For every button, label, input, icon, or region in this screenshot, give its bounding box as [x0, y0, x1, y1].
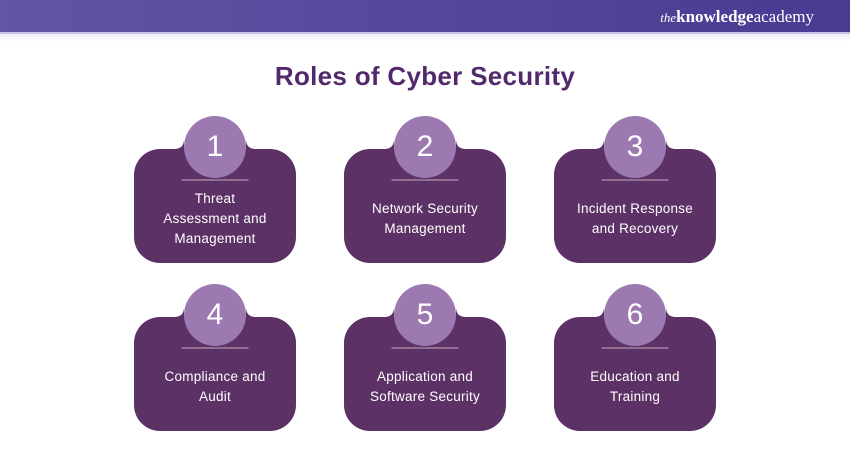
role-card-body: Incident Response and Recovery: [554, 141, 716, 263]
step-number-badge-4: 4: [184, 284, 246, 346]
step-number-badge-3: 3: [604, 116, 666, 178]
role-card-label: Application and Software Security: [369, 369, 481, 404]
step-number: 3: [626, 130, 644, 163]
role-card-4: 4 Compliance and Audit: [134, 284, 296, 431]
role-card-label: Compliance and Audit: [164, 369, 266, 404]
role-card-6: 6 Education and Training: [554, 284, 716, 431]
step-number: 4: [206, 298, 224, 331]
step-number: 6: [626, 298, 644, 331]
role-card-body: Compliance and Audit: [134, 309, 296, 431]
roles-grid: 1 Threat Assessment and Management 2 Net…: [0, 116, 850, 431]
card-divider: [391, 347, 459, 349]
role-card-body: Application and Software Security: [344, 309, 506, 431]
card-divider: [181, 347, 249, 349]
step-number: 5: [416, 298, 434, 331]
page-title: Roles of Cyber Security: [274, 61, 576, 91]
role-card-label: Incident Response and Recovery: [576, 201, 694, 236]
role-card-label: Education and Training: [590, 369, 680, 404]
step-number-badge-6: 6: [604, 284, 666, 346]
logo-word-academy: academy: [753, 6, 814, 26]
header-fade-divider: [0, 34, 850, 42]
logo-word-knowledge: knowledge: [676, 6, 754, 26]
step-number-badge-5: 5: [394, 284, 456, 346]
step-number-badge-1: 1: [184, 116, 246, 178]
step-number-badge-2: 2: [394, 116, 456, 178]
role-card-3: 3 Incident Response and Recovery: [554, 116, 716, 263]
card-divider: [391, 179, 459, 181]
role-card-2: 2 Network Security Management: [344, 116, 506, 263]
role-card-label: Threat Assessment and Management: [163, 191, 267, 246]
card-divider: [601, 179, 669, 181]
card-divider: [601, 347, 669, 349]
role-card-label: Network Security Management: [371, 201, 479, 236]
logo-word-the: the: [660, 9, 677, 25]
role-card-1: 1 Threat Assessment and Management: [134, 116, 296, 263]
card-divider: [181, 179, 249, 181]
step-number: 1: [206, 130, 224, 163]
step-number: 2: [416, 130, 434, 163]
role-card-5: 5 Application and Software Security: [344, 284, 506, 431]
